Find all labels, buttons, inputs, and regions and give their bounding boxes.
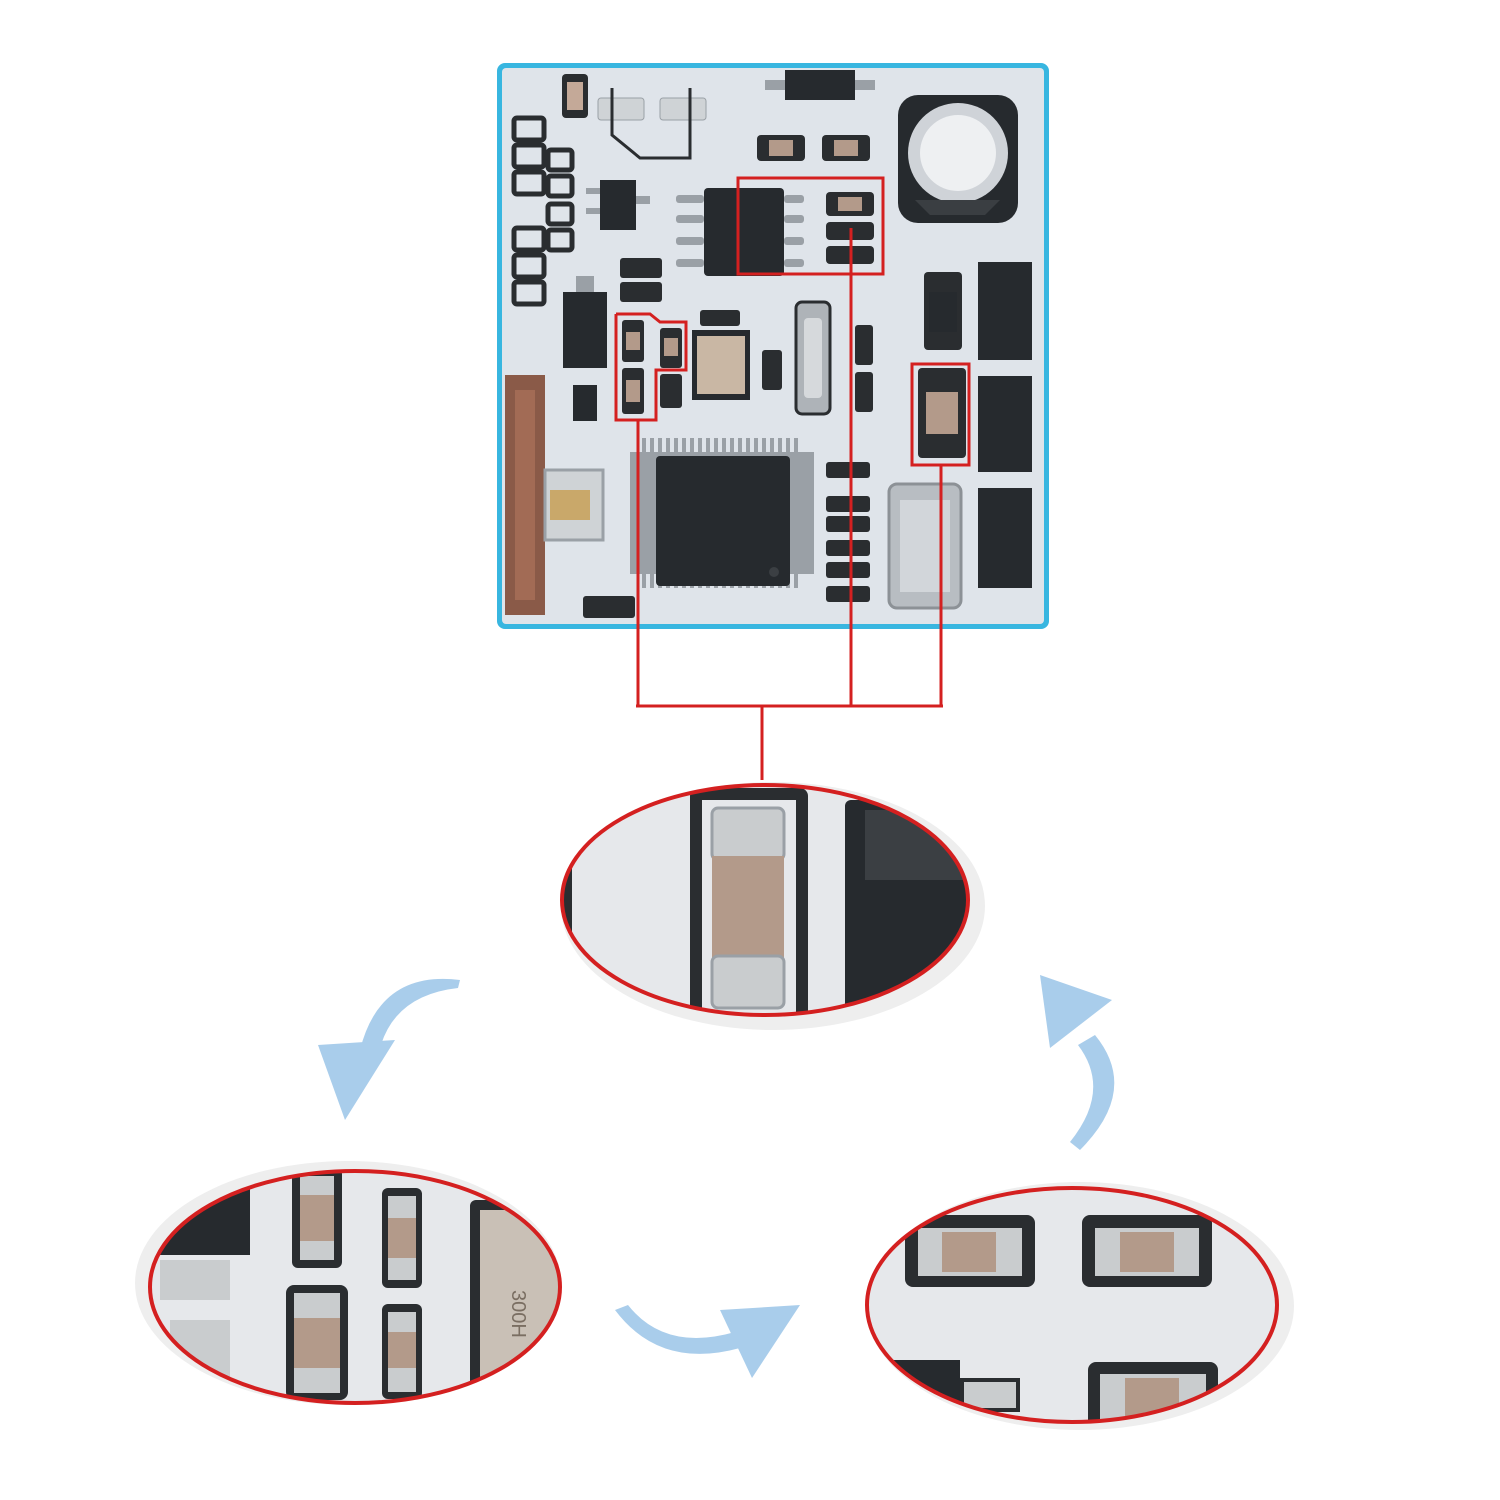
electrolytic-capacitor <box>898 95 1018 223</box>
highlight-ic-caps <box>736 176 885 276</box>
crystal-oscillator <box>692 310 750 400</box>
top-chip <box>785 70 855 100</box>
zoom-horizontal-capacitors <box>865 1182 1294 1430</box>
zoom-vertical-capacitors: 300H <box>135 1161 562 1405</box>
cycle-arrows <box>318 975 1115 1378</box>
highlight-left-caps <box>614 312 688 422</box>
pcb-board-photo <box>497 63 1049 629</box>
crystal-marking: 300H <box>507 1290 529 1338</box>
zoom-single-capacitor <box>560 782 985 1030</box>
cycle-arrow-bottom <box>615 1305 800 1378</box>
qfp-microcontroller <box>630 438 814 588</box>
cycle-arrow-left <box>318 978 460 1120</box>
cycle-arrow-right <box>1040 975 1115 1150</box>
connector-lines <box>636 228 943 780</box>
left-footprints <box>511 115 575 307</box>
soic8-chip <box>676 188 804 276</box>
